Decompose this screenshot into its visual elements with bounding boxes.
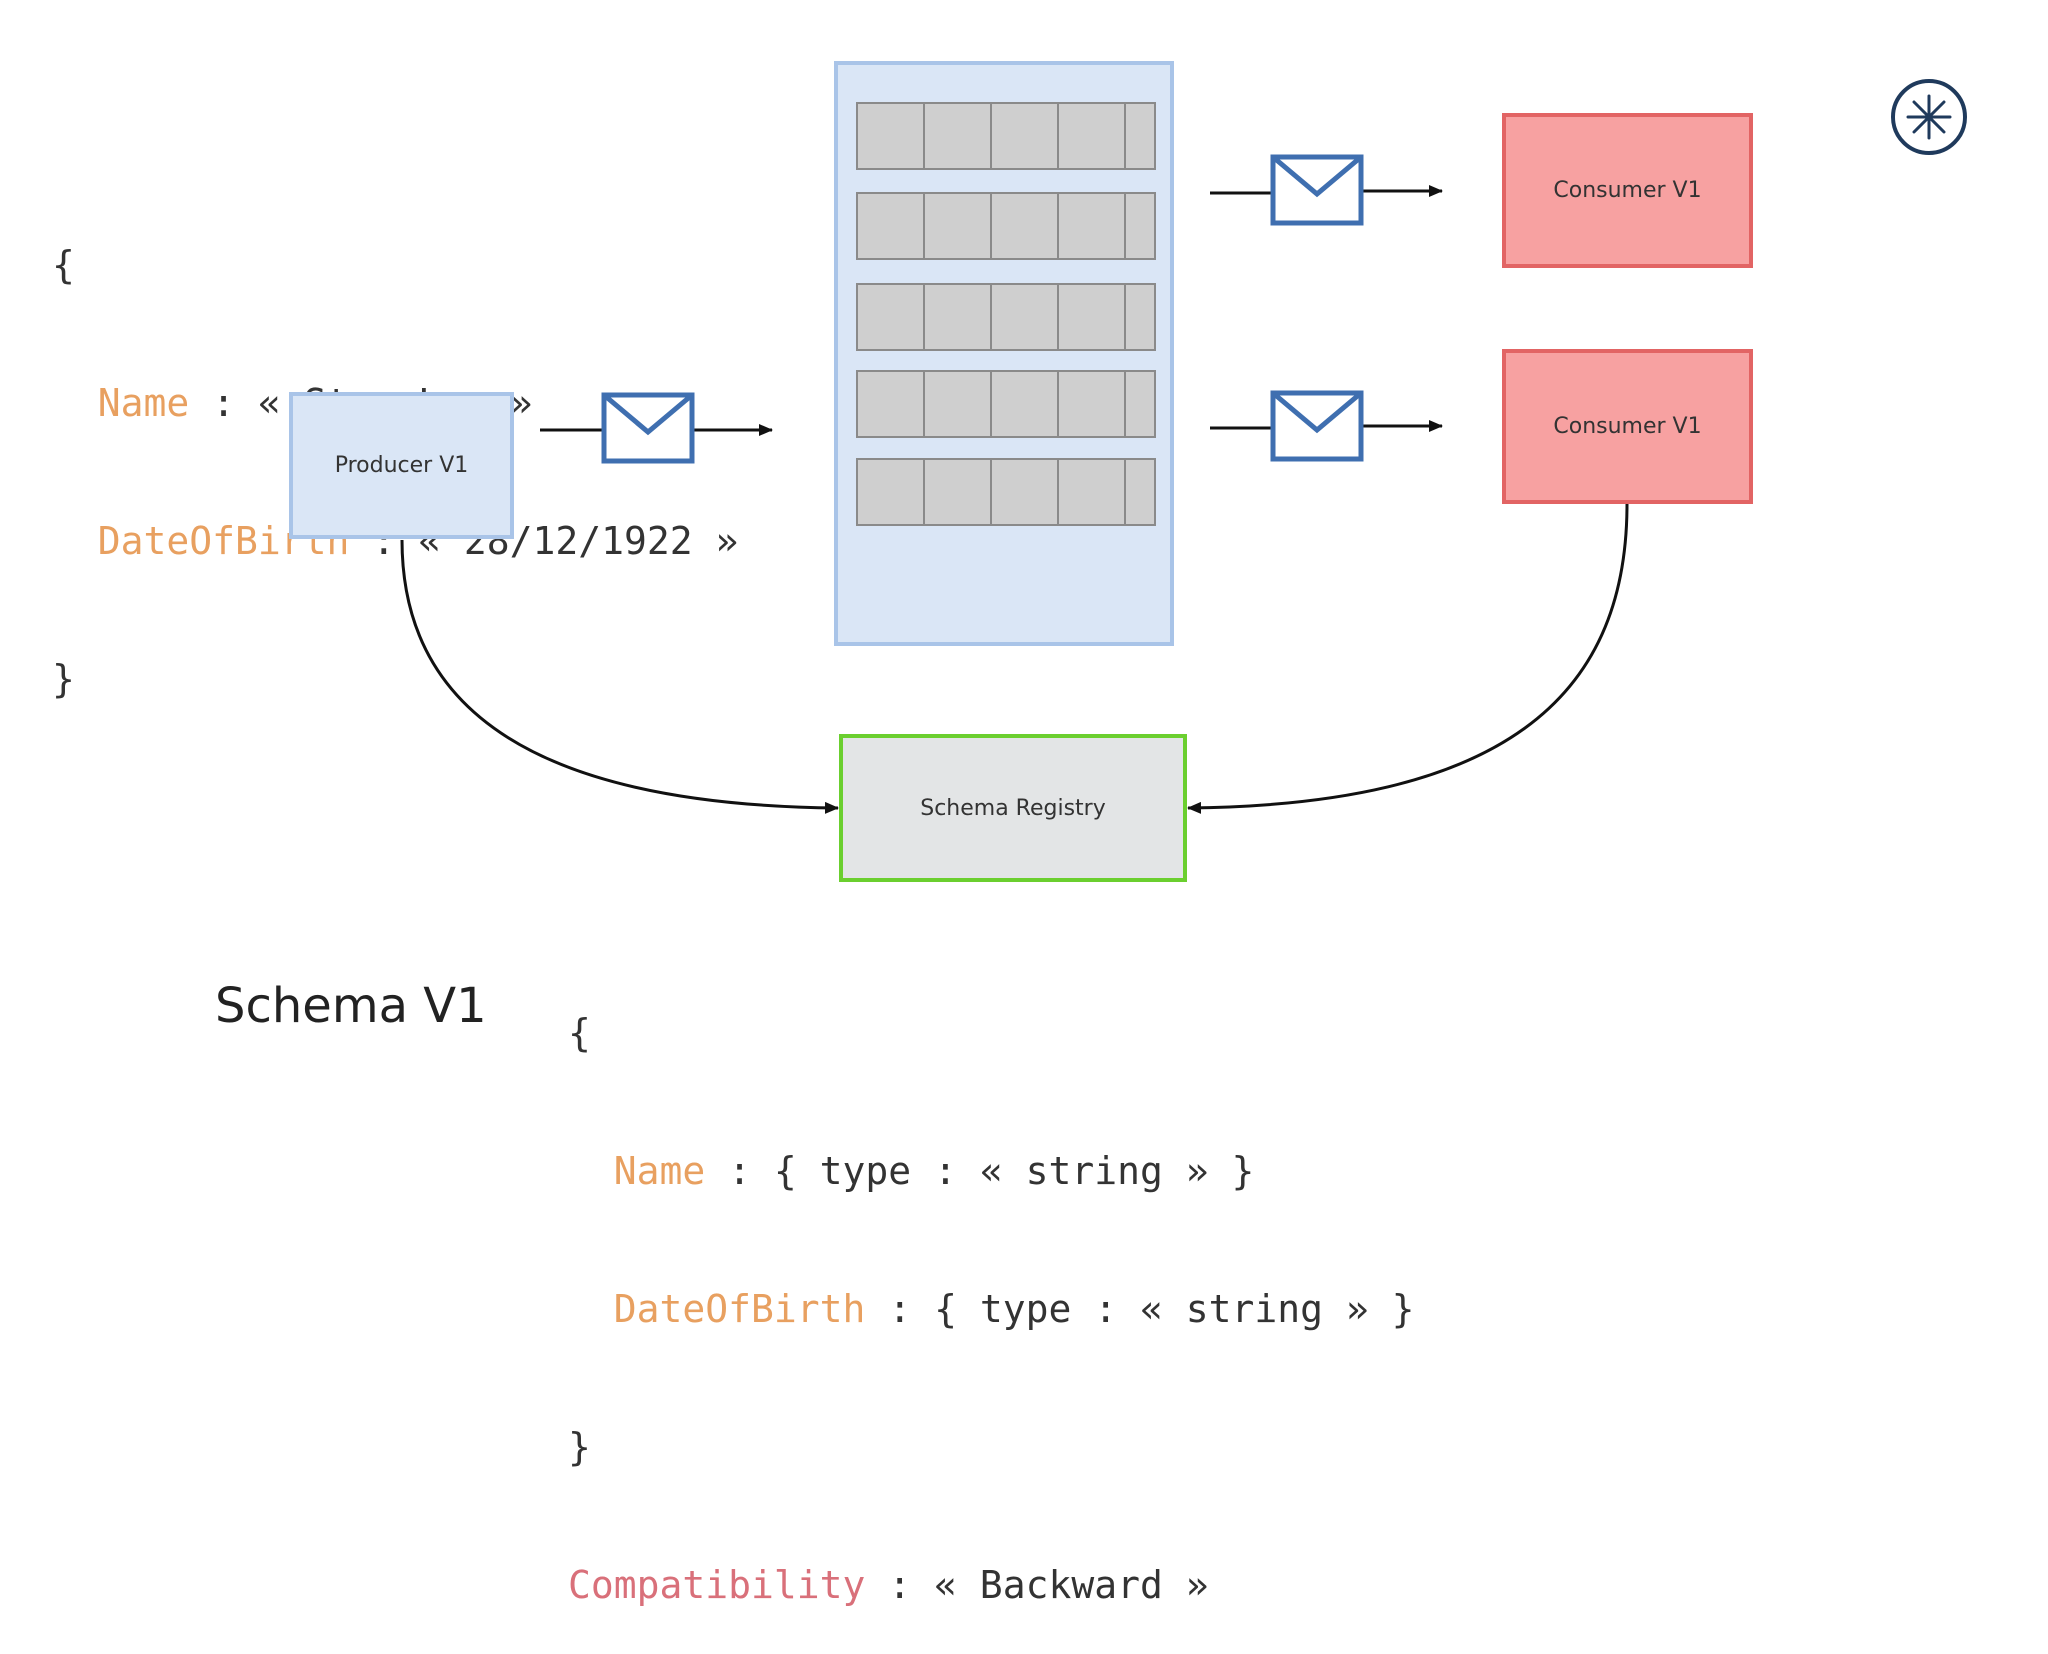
consumer-label-1: Consumer V1 — [1553, 178, 1702, 203]
envelope-icon — [1270, 390, 1364, 462]
partition-row — [856, 370, 1156, 438]
partition-row — [856, 102, 1156, 170]
partition-row — [856, 192, 1156, 260]
schema-name-key: Name — [613, 1149, 706, 1193]
schema-name-line: Name : { type : « string » } — [568, 1148, 1415, 1194]
schema-dob-line: DateOfBirth : { type : « string » } — [568, 1286, 1415, 1332]
schema-name-type: : { type : « string » } — [705, 1149, 1255, 1193]
envelope-icon — [1270, 154, 1364, 226]
kafka-broker — [834, 61, 1174, 646]
consumer-registry-curve — [1187, 503, 1629, 814]
schema-registry-box: Schema Registry — [839, 734, 1187, 882]
schema-compat-key: Compatibility — [568, 1563, 866, 1607]
partition-row — [856, 458, 1156, 526]
schema-dob-key: DateOfBirth — [613, 1287, 866, 1331]
producer-label: Producer V1 — [334, 453, 469, 478]
schema-open-brace: { — [568, 1011, 591, 1055]
message-open-brace: { — [52, 243, 75, 287]
consumer-label-2: Consumer V1 — [1553, 414, 1702, 439]
schema-compat-value: : « Backward » — [865, 1563, 1209, 1607]
schema-code: { Name : { type : « string » } DateOfBir… — [568, 918, 1415, 1654]
schema-close-brace: } — [568, 1425, 591, 1469]
schema-registry-label: Schema Registry — [920, 795, 1106, 821]
message-name-key: Name — [97, 381, 190, 425]
logo-icon — [1891, 79, 1967, 155]
consumer-box-1: Consumer V1 — [1502, 113, 1753, 268]
message-close-brace: } — [52, 657, 75, 701]
partition-row — [856, 283, 1156, 351]
producer-box: Producer V1 — [289, 392, 514, 539]
schema-compat-line: Compatibility : « Backward » — [568, 1562, 1415, 1608]
schema-title: Schema V1 — [215, 978, 487, 1034]
schema-dob-type: : { type : « string » } — [865, 1287, 1415, 1331]
consumer-box-2: Consumer V1 — [1502, 349, 1753, 504]
